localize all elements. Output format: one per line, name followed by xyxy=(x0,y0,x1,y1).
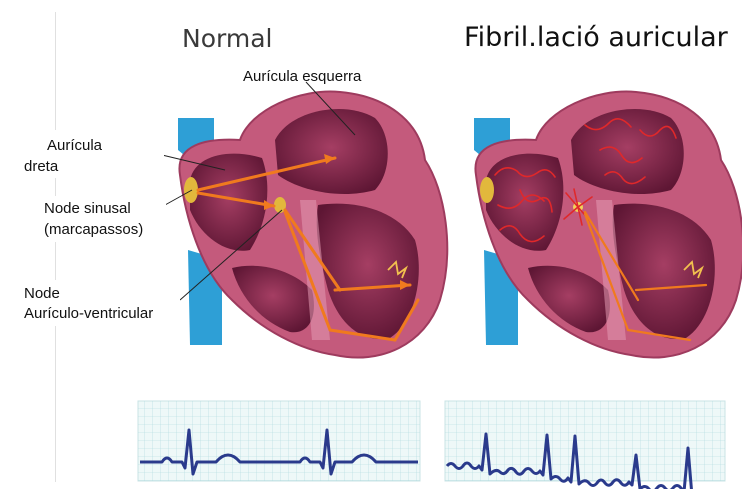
afib-heart xyxy=(474,92,742,358)
normal-heart xyxy=(178,92,447,358)
title-normal: Normal xyxy=(182,24,272,53)
label-av-node-line1: Node xyxy=(24,284,60,304)
ecg-normal xyxy=(138,401,420,481)
title-afib: Fibril.lació auricular xyxy=(464,22,728,53)
afib-sinus-node xyxy=(480,177,494,203)
label-right-atrium-line1: Aurícula xyxy=(47,136,102,156)
ecg-afib xyxy=(445,401,725,489)
label-av-node-line2: Aurículo-ventricular xyxy=(24,304,153,324)
label-sinus-node-line1: Node sinusal xyxy=(44,199,131,219)
label-sinus-node-line2: (marcapassos) xyxy=(44,220,143,240)
label-right-atrium-line2: dreta xyxy=(24,157,58,177)
label-left-atrium: Aurícula esquerra xyxy=(243,67,361,87)
